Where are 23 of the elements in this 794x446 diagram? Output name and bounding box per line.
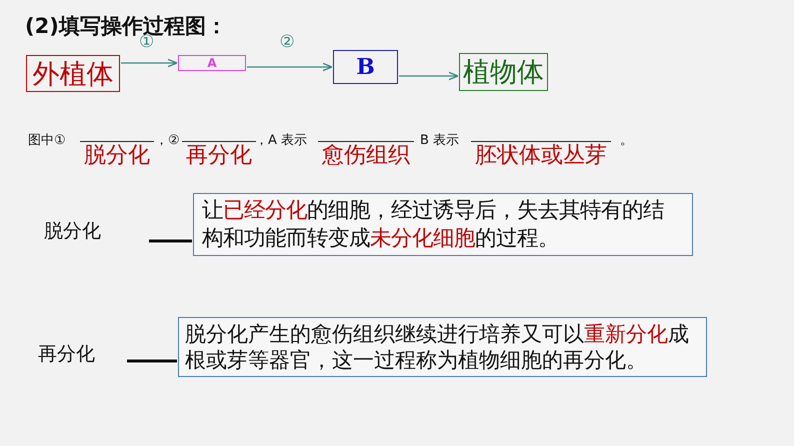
- edge-label: ②: [280, 32, 295, 52]
- definition-box: 让已经分化的细胞，经过诱导后，失去其特有的结构和功能而转变成未分化细胞的过程。: [193, 193, 693, 256]
- arrow: [399, 72, 459, 80]
- question-text: B 表示: [420, 132, 460, 149]
- connector-line: [127, 360, 177, 362]
- question-text: 。: [620, 132, 633, 149]
- connector-line: [149, 240, 192, 242]
- answer-text: 再分化: [186, 144, 252, 168]
- term-label: 脱分化: [44, 215, 148, 247]
- definition-box: 脱分化产生的愈伤组织继续进行培养又可以重新分化成根或芽等器官，这一过程称为植物细胞的再分化。: [178, 317, 707, 377]
- question-text: ，②: [155, 132, 180, 149]
- process-box: B: [333, 50, 398, 84]
- process-box: A: [178, 55, 246, 71]
- answer-text: 胚状体或丛芽: [475, 144, 607, 168]
- process-box: 植物体: [459, 53, 548, 91]
- answer-text: 愈伤组织: [322, 144, 410, 168]
- term-label: 再分化: [38, 338, 126, 370]
- arrow: [247, 62, 333, 72]
- question-text: 图中①: [28, 132, 66, 149]
- process-box: 外植体: [26, 55, 120, 92]
- question-text: ，A 表示: [255, 132, 308, 149]
- arrow: [121, 58, 178, 68]
- answer-text: 脱分化: [84, 144, 150, 168]
